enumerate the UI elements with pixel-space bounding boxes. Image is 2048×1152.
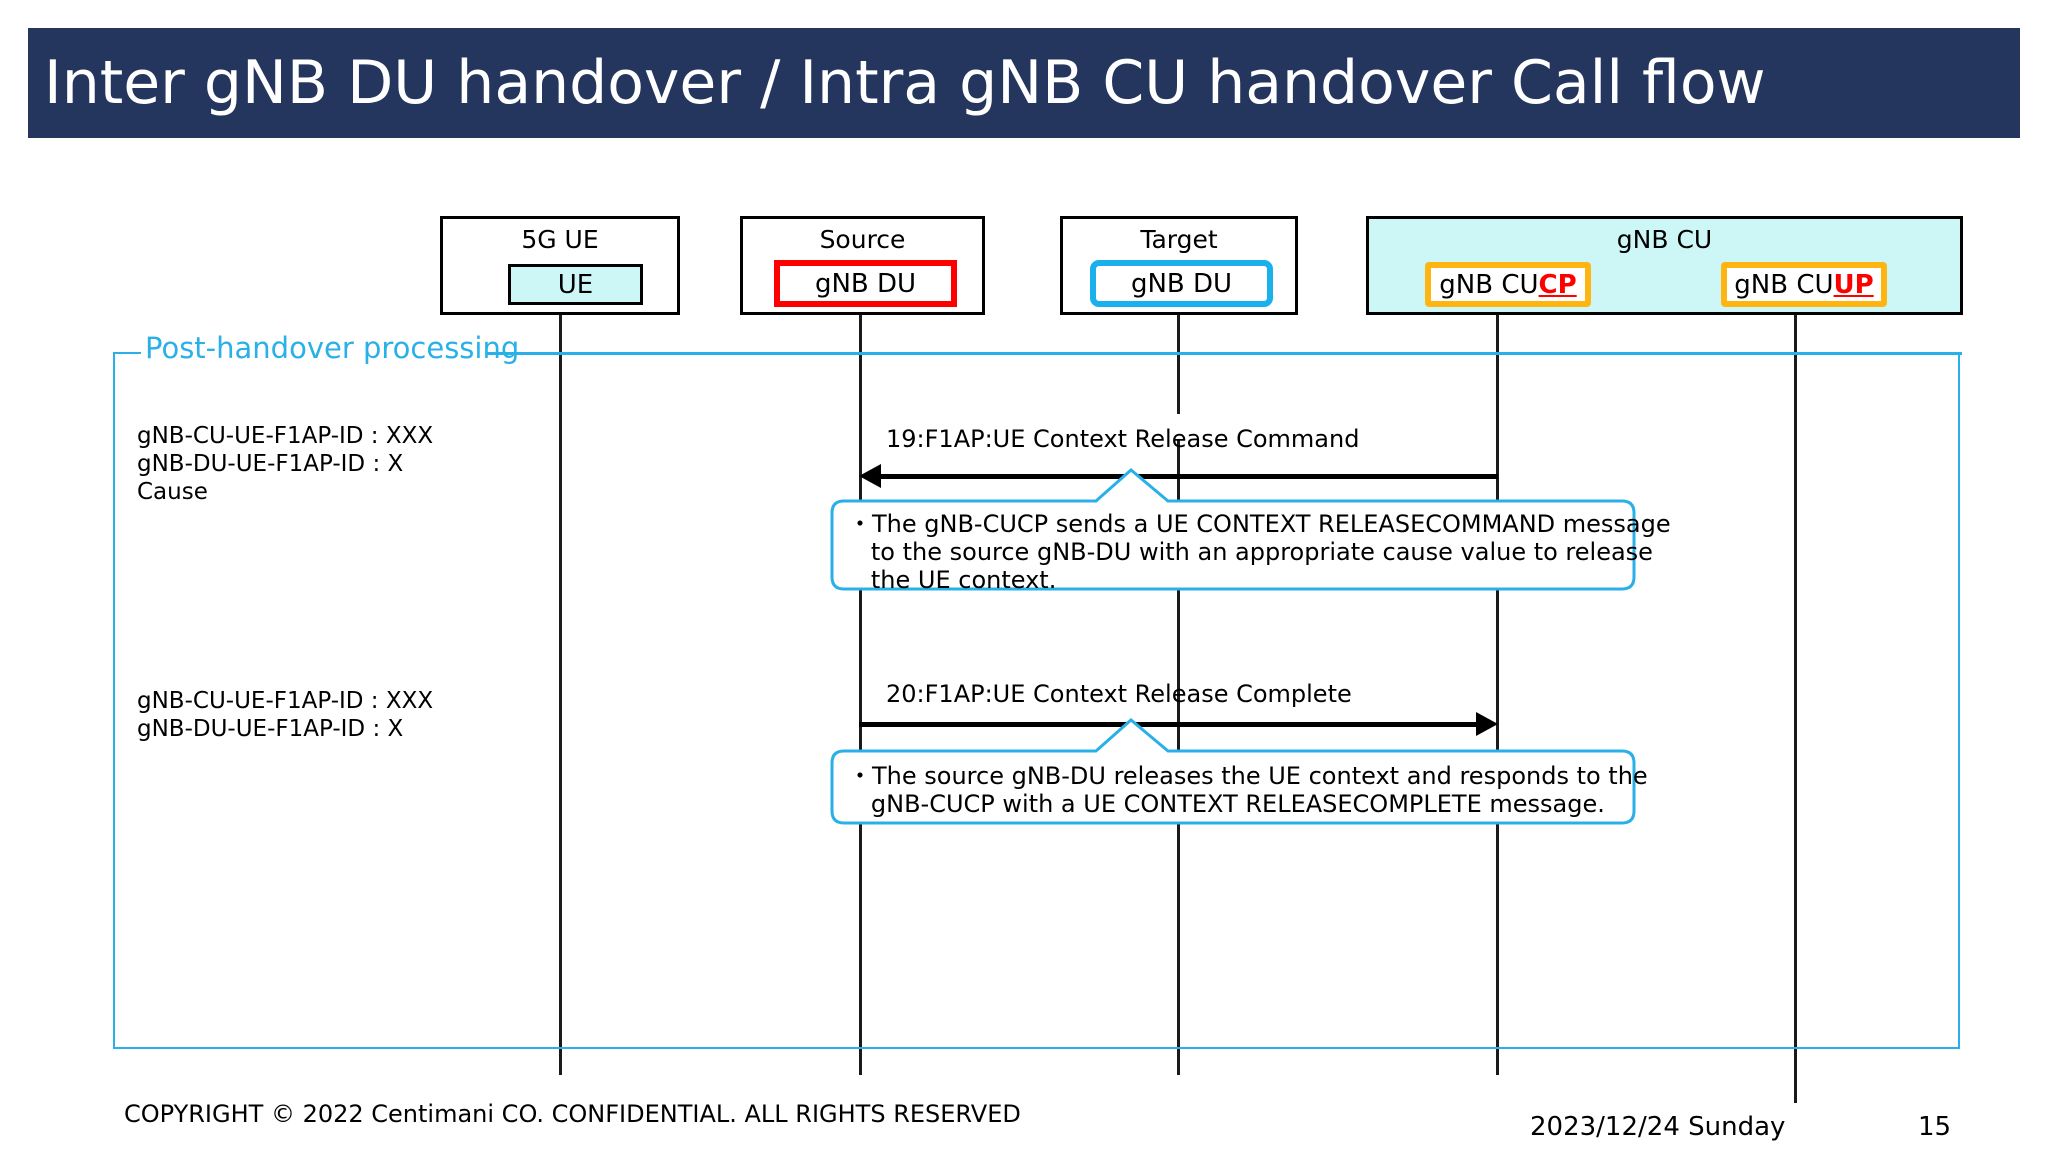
annotation-msg-19: gNB-CU-UE-F1AP-ID : XXX gNB-DU-UE-F1AP-I…: [137, 423, 434, 505]
page-title: Inter gNB DU handover / Intra gNB CU han…: [44, 48, 1766, 118]
lifeline-cuup: [1794, 315, 1797, 1103]
message-label-19: 19:F1AP:UE Context Release Command: [886, 425, 1360, 453]
annotation-msg-20: gNB-CU-UE-F1AP-ID : XXX gNB-DU-UE-F1AP-I…: [137, 688, 434, 742]
callout-2-shape: [830, 718, 1636, 825]
lifeline-source-du: [859, 315, 862, 1075]
callout-1-shape: [830, 468, 1636, 591]
slide-title-banner: Inter gNB DU handover / Intra gNB CU han…: [28, 28, 2020, 138]
callout-2-text: ・The source gNB-DU releases the UE conte…: [848, 762, 1648, 818]
footer-page-number: 15: [1918, 1112, 1952, 1142]
message-line-20: [859, 722, 1476, 727]
callout-2: ・The source gNB-DU releases the UE conte…: [828, 718, 1648, 825]
callout-1-text: ・The gNB-CUCP sends a UE CONTEXT RELEASE…: [848, 510, 1671, 594]
node-inner-gnb-cuup-suffix: UP: [1833, 269, 1874, 300]
node-title-5g-ue: 5G UE: [521, 225, 599, 254]
node-box-5g-ue: 5G UE UE: [440, 216, 680, 315]
post-handover-frame: [113, 352, 1960, 1049]
node-box-source: Source gNB DU: [740, 216, 985, 315]
footer-copyright: COPYRIGHT © 2022 Centimani CO. CONFIDENT…: [124, 1100, 1021, 1128]
frame-top-left-stub: [113, 352, 141, 354]
lifeline-cucp: [1496, 315, 1499, 1075]
lifeline-target-du: [1177, 315, 1180, 414]
node-inner-gnb-cucp-suffix: CP: [1538, 269, 1577, 300]
node-inner-ue: UE: [508, 264, 643, 305]
frame-top-right-rule: [487, 352, 1962, 355]
message-arrowhead-20: [1476, 712, 1498, 736]
node-title-gnb-cu: gNB CU: [1616, 225, 1713, 254]
node-inner-source-gnb-du: gNB DU: [774, 260, 957, 307]
message-line-19: [881, 474, 1498, 479]
message-arrowhead-19: [859, 464, 881, 488]
message-label-20: 20:F1AP:UE Context Release Complete: [886, 680, 1352, 708]
node-title-source: Source: [819, 225, 906, 254]
node-box-target: Target gNB DU: [1060, 216, 1298, 315]
node-inner-gnb-cuup-prefix: gNB CU: [1734, 269, 1834, 300]
node-inner-gnb-cucp-prefix: gNB CU: [1439, 269, 1539, 300]
frame-label: Post-handover processing: [145, 331, 520, 365]
footer-date: 2023/12/24 Sunday: [1530, 1112, 1786, 1142]
node-title-target: Target: [1140, 225, 1218, 254]
node-inner-target-gnb-du: gNB DU: [1090, 260, 1273, 307]
lifeline-ue: [559, 315, 562, 1075]
callout-1: ・The gNB-CUCP sends a UE CONTEXT RELEASE…: [828, 468, 1671, 594]
